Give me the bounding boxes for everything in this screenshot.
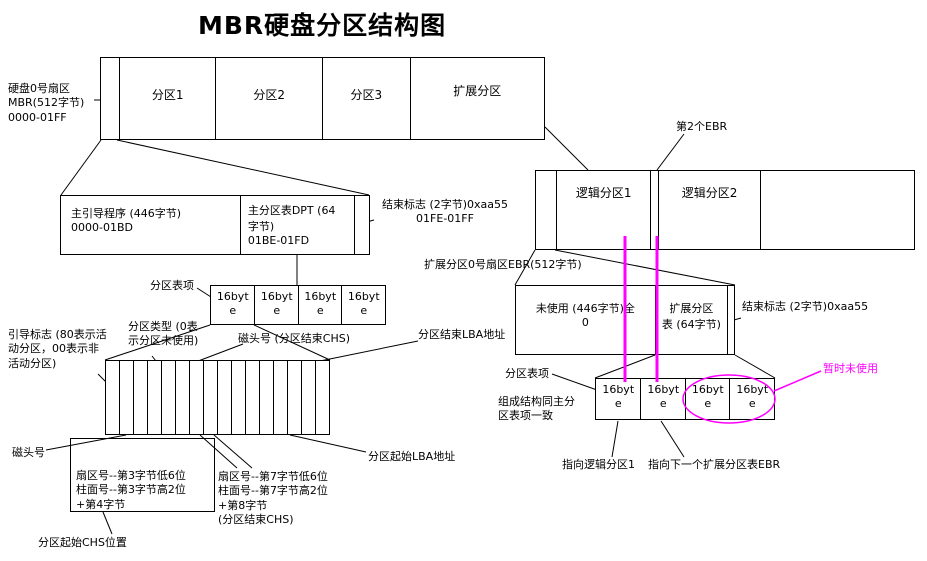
byte-grid-cell — [175, 361, 189, 434]
mbr-cell-dpt: 主分区表DPT (64 字节) 01BE-01FD — [239, 196, 354, 254]
end-lba-label: 分区结束LBA地址 — [418, 328, 506, 341]
head-end-chs-label: 磁头号 (分区结束CHS) — [238, 332, 351, 345]
page-title: MBR硬盘分区结构图 — [198, 11, 447, 40]
mbr-cell-boot-program: 主引导程序 (446字节) 0000-01BD — [71, 207, 182, 234]
disk-row: 分区1 分区2 分区3 扩展分区 — [100, 57, 545, 140]
byte-grid-cell — [273, 361, 287, 434]
partition-type-label: 分区类型 (0表 示分区未使用) — [128, 320, 199, 348]
start-chs-label: 分区起始CHS位置 — [38, 536, 127, 549]
byte-grid-cell — [315, 361, 329, 434]
disk-cell-partition1: 分区1 — [118, 58, 216, 139]
start-lba-label: 分区起始LBA地址 — [368, 450, 456, 463]
byte-cell: 16byte — [216, 290, 249, 317]
byte-grid-cell — [217, 361, 231, 434]
same-structure-label: 组成结构同主分 区表项一致 — [498, 395, 575, 423]
byte-grid-cell — [231, 361, 245, 434]
byte-grid-cell — [119, 361, 133, 434]
disk-cell-extended: 扩展分区 — [409, 58, 544, 139]
byte-grid-cell — [161, 361, 175, 434]
mbr-detail-row: 主引导程序 (446字节) 0000-01BD 主分区表DPT (64 字节) … — [60, 195, 370, 255]
ebr-end-flag-label: 结束标志 (2字节)0xaa55 — [742, 300, 869, 313]
logical-cell-ebr1 — [536, 171, 556, 249]
ebr-cell-table: 扩展分区 表 (64字节) — [654, 286, 727, 354]
byte-grid-cell — [147, 361, 161, 434]
ebr-sector-label: 扩展分区0号扇区EBR(512字节) — [424, 258, 582, 271]
byte-cell: 16byte — [640, 379, 685, 419]
byte-row-right: 16byte 16byte 16byte 16byte — [595, 378, 775, 420]
head-label: 磁头号 — [12, 446, 45, 459]
temp-unused-label: 暂时未使用 — [823, 362, 878, 375]
partition-entry-label-right: 分区表项 — [505, 367, 549, 380]
mbr-end-flag-label: 结束标志 (2字节)0xaa55 01FE-01FF — [381, 198, 509, 226]
byte-cell: 16byte — [729, 379, 774, 419]
byte-grid-cell — [189, 361, 203, 434]
logical-cell-rest — [759, 171, 914, 249]
ebr-cell-end-flag — [727, 286, 734, 354]
second-ebr-label: 第2个EBR — [676, 120, 728, 133]
logical-cell-ebr2 — [650, 171, 658, 249]
temp-unused-pointer-line — [773, 370, 822, 392]
ebr-cell-unused: 未使用 (446字节)全 0 — [535, 302, 635, 329]
disk-cell-mbr — [101, 58, 119, 139]
mbr-cell-end-flag — [354, 196, 369, 254]
byte-grid-cell — [301, 361, 315, 434]
byte-cell: 16byte — [684, 379, 730, 419]
logical-cell-partition1: 逻辑分区1 — [555, 171, 651, 249]
logical-row: 逻辑分区1 逻辑分区2 — [535, 170, 915, 250]
mbr-sector-label: 硬盘0号扇区 MBR(512字节) 0000-01FF — [8, 82, 85, 124]
byte-grid-cell — [133, 361, 147, 434]
byte-grid-cell — [203, 361, 217, 434]
point-next-ebr-label: 指向下一个扩展分区表EBR — [648, 458, 781, 471]
boot-flag-label: 引导标志 (80表示活 动分区，00表示非 活动分区) — [8, 328, 107, 370]
byte-cell: 16byte — [254, 286, 298, 324]
entry-byte-grid — [105, 360, 330, 435]
byte-grid-cell — [106, 361, 119, 434]
disk-cell-partition2: 分区2 — [215, 58, 322, 139]
byte-cell: 16byte — [341, 286, 385, 324]
byte-cell: 16byte — [602, 383, 635, 410]
partition-entry-label-left: 分区表项 — [150, 279, 194, 292]
byte-grid-cell — [287, 361, 301, 434]
byte-cell: 16byte — [297, 286, 342, 324]
point-logical1-label: 指向逻辑分区1 — [562, 458, 635, 471]
byte-grid-cell — [259, 361, 273, 434]
byte-row-left: 16byte 16byte 16byte 16byte — [210, 285, 386, 325]
logical-cell-partition2: 逻辑分区2 — [658, 171, 759, 249]
end-chs-bytes-label: 扇区号--第7字节低6位 柱面号--第7字节高2位 +第8字节 (分区结束CHS… — [218, 470, 328, 526]
disk-cell-partition3: 分区3 — [322, 58, 410, 139]
byte-grid-cell — [245, 361, 259, 434]
start-chs-bytes-box: 扇区号--第3字节低6位 柱面号--第3字节高2位 +第4字节 — [70, 438, 215, 512]
ebr-detail-row: 未使用 (446字节)全 0 扩展分区 表 (64字节) — [515, 285, 735, 355]
